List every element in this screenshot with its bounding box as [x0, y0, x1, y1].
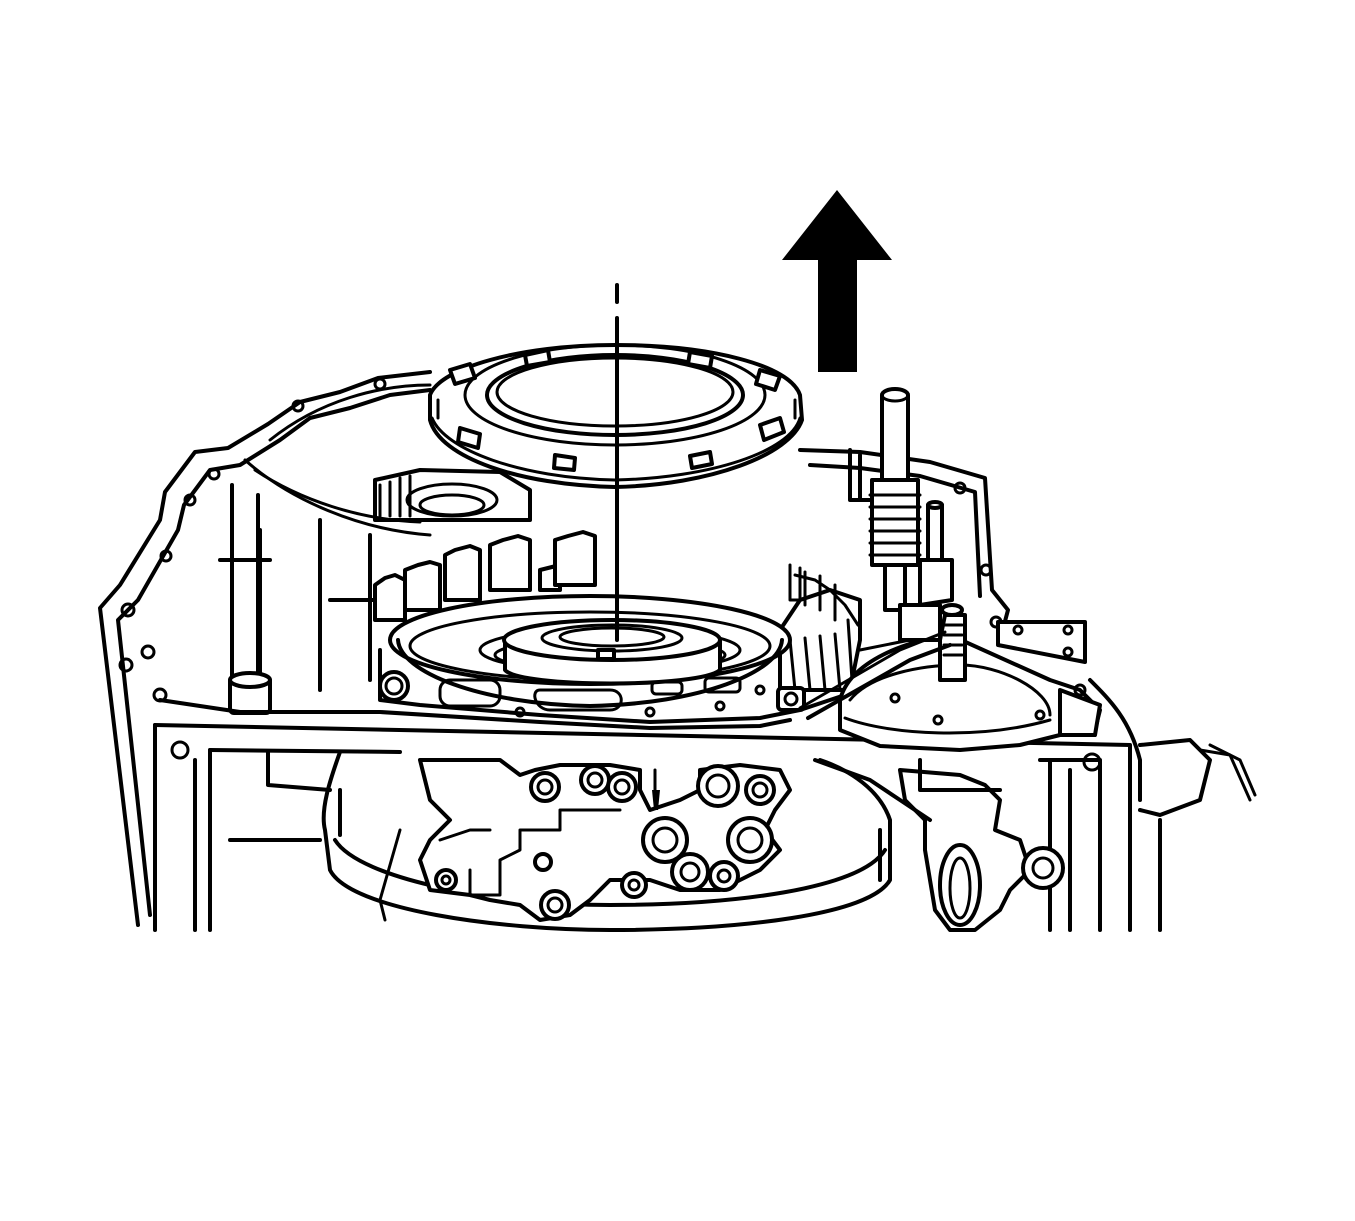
valve-body-casting	[378, 758, 792, 922]
shaft-with-spring	[848, 387, 967, 682]
clutch-teeth	[373, 530, 837, 622]
valve-body-plate	[158, 648, 862, 730]
case-flange	[153, 723, 1132, 932]
link-rods	[798, 630, 952, 720]
up-arrow-icon	[782, 190, 892, 372]
bracket-plate	[996, 620, 1087, 664]
dowel-pin	[218, 483, 272, 715]
lower-right-cylinder	[813, 758, 1065, 932]
ring-gear	[778, 573, 862, 692]
inner-drum	[258, 468, 532, 692]
clutch-hub-assembly	[388, 594, 792, 708]
